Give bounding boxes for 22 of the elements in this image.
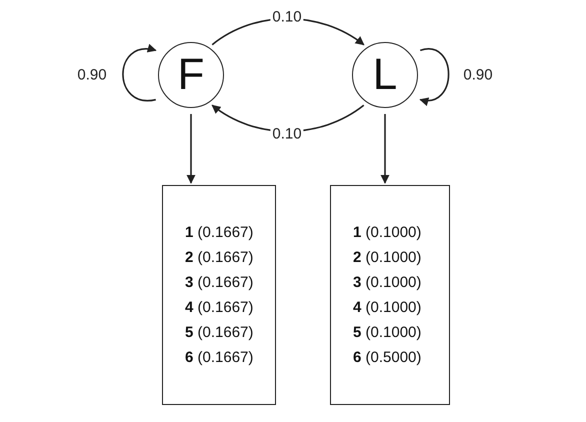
- state-name: L: [372, 53, 398, 97]
- arrow: [186, 114, 196, 184]
- emission-probability: 2 (0.1667): [185, 248, 254, 268]
- emission-box: [162, 185, 276, 405]
- emission-probability: 4 (0.1667): [185, 298, 254, 318]
- state-circle: [158, 42, 224, 108]
- emission-probability: 1 (0.1667): [185, 223, 254, 243]
- emission-probability: 5 (0.1667): [185, 323, 254, 343]
- emission-probability: 5 (0.1000): [353, 323, 422, 343]
- state-circle: [352, 42, 418, 108]
- arrow: [122, 44, 157, 102]
- emission-probability: 1 (0.1000): [353, 223, 422, 243]
- emission-probability: 6 (0.1667): [185, 348, 254, 368]
- emission-probability: 2 (0.1000): [353, 248, 422, 268]
- emission-probability: 3 (0.1000): [353, 273, 422, 293]
- arrow: [419, 48, 450, 106]
- emission-box: [330, 185, 450, 405]
- state-name: F: [178, 53, 204, 97]
- emission-probability: 3 (0.1667): [185, 273, 254, 293]
- arrow: [380, 114, 390, 184]
- emission-probability: 4 (0.1000): [353, 298, 422, 318]
- emission-probability: 6 (0.5000): [353, 348, 422, 368]
